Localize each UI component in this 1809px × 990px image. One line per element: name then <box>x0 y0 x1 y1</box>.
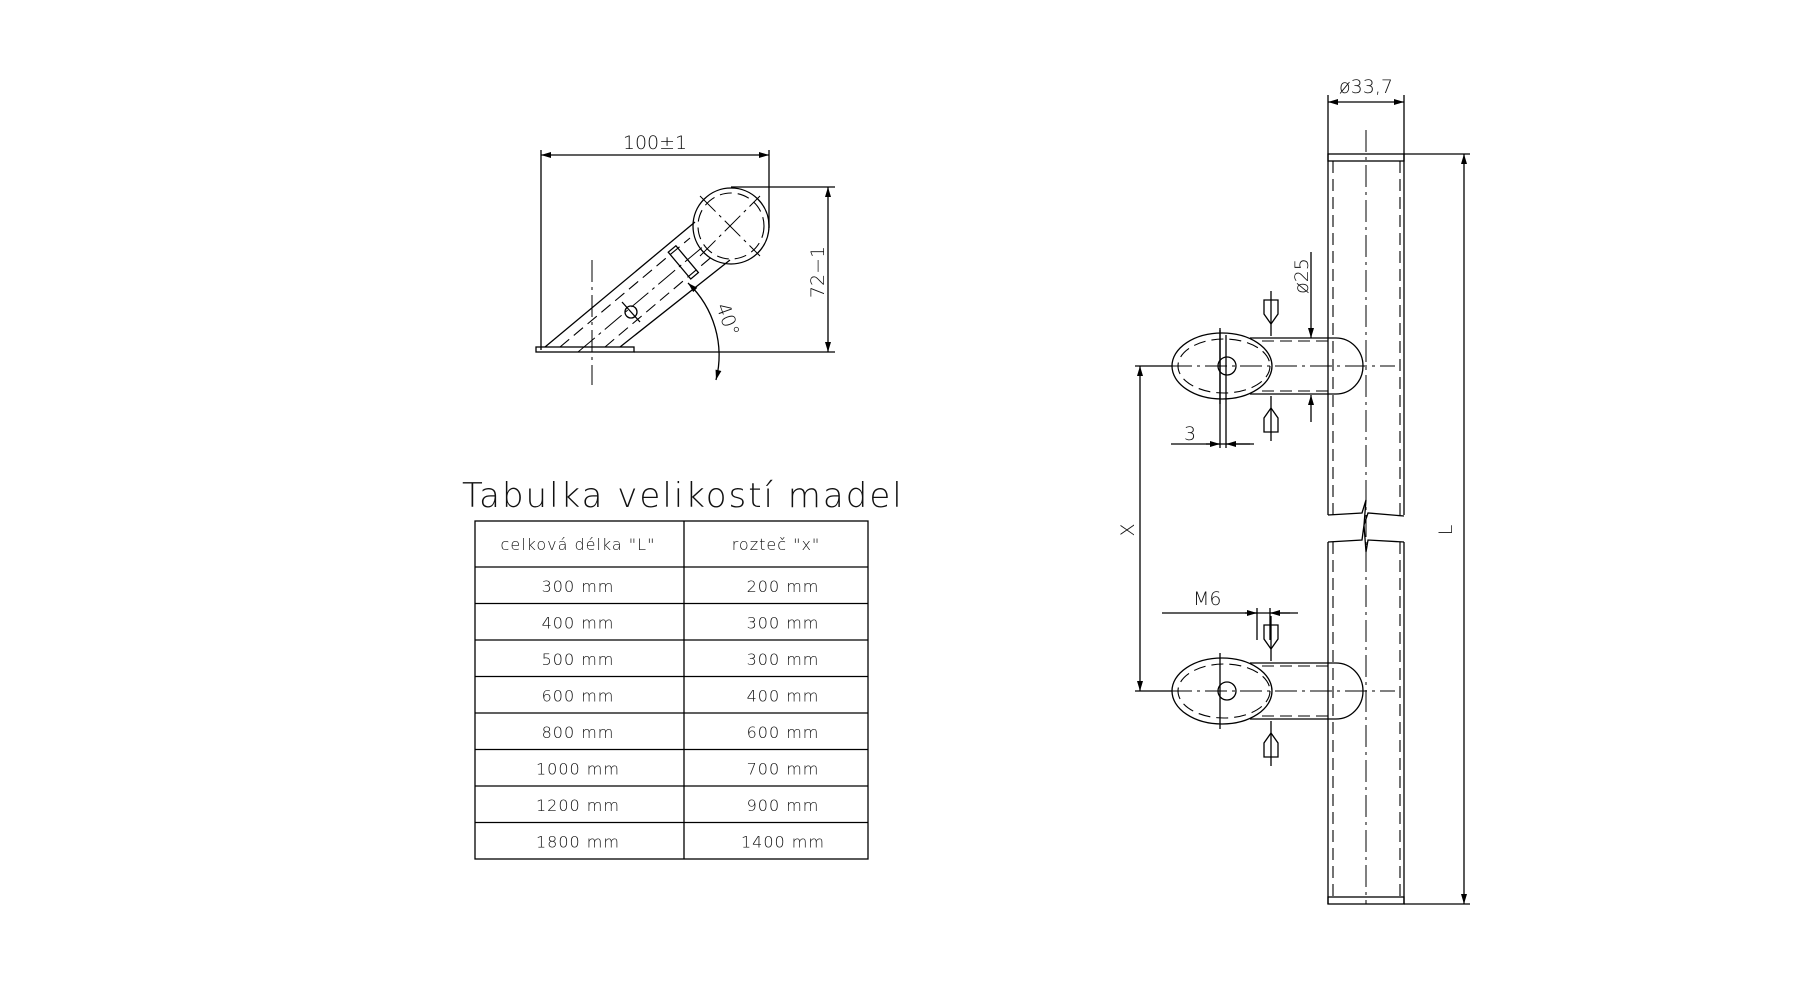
side-view: 100±1 72−1 40° <box>535 132 835 385</box>
tube-diameter-label: ø33,7 <box>1339 76 1393 98</box>
spacing-cell: 200 mm <box>747 577 820 596</box>
length-cell: 300 mm <box>542 577 615 596</box>
header-spacing: rozteč "x" <box>732 535 821 554</box>
table-title: Tabulka velikostí madel <box>462 476 904 516</box>
wall-bracket <box>1135 616 1395 766</box>
spacing-cell: 300 mm <box>747 614 820 633</box>
spacing-label: X <box>1117 523 1139 536</box>
spacing-cell: 900 mm <box>747 796 820 815</box>
length-cell: 1800 mm <box>536 833 620 852</box>
table-row: 800 mm 600 mm <box>542 723 820 742</box>
table-row: 300 mm 200 mm <box>542 577 820 596</box>
table-row: 500 mm 300 mm <box>542 650 820 669</box>
thread-label: M6 <box>1193 588 1221 610</box>
header-total-length: celková délka "L" <box>501 535 656 554</box>
size-table: Tabulka velikostí madel celková délka "L… <box>462 476 904 860</box>
height-dimension: 72−1 <box>807 246 829 298</box>
length-cell: 600 mm <box>542 687 615 706</box>
screw-symbol <box>1263 299 1279 433</box>
table-row: 400 mm 300 mm <box>542 614 820 633</box>
length-cell: 500 mm <box>542 650 615 669</box>
spacing-cell: 700 mm <box>747 760 820 779</box>
wall-bracket <box>1135 291 1395 441</box>
base-plate <box>535 346 635 353</box>
hole-symbol <box>624 305 638 319</box>
front-view: ø33,7 L X ø25 3 <box>1117 76 1470 905</box>
screw-symbol <box>1263 624 1279 758</box>
table-row: 1800 mm 1400 mm <box>536 833 825 852</box>
bracket-diameter-label: ø25 <box>1291 258 1313 294</box>
angle-arc <box>687 282 722 381</box>
plate-thickness-label: 3 <box>1184 423 1196 445</box>
table-row: 600 mm 400 mm <box>542 687 820 706</box>
length-cell: 400 mm <box>542 614 615 633</box>
rail-tube-section <box>692 187 770 265</box>
spacing-cell: 1400 mm <box>741 833 825 852</box>
table-row: 1000 mm 700 mm <box>536 760 820 779</box>
length-cell: 1200 mm <box>536 796 620 815</box>
length-cell: 800 mm <box>542 723 615 742</box>
length-cell: 1000 mm <box>536 760 620 779</box>
length-label: L <box>1435 525 1457 536</box>
spacing-cell: 600 mm <box>747 723 820 742</box>
width-dimension: 100±1 <box>623 132 687 154</box>
table-row: 1200 mm 900 mm <box>536 796 820 815</box>
spacing-cell: 300 mm <box>747 650 820 669</box>
spacing-cell: 400 mm <box>747 687 820 706</box>
